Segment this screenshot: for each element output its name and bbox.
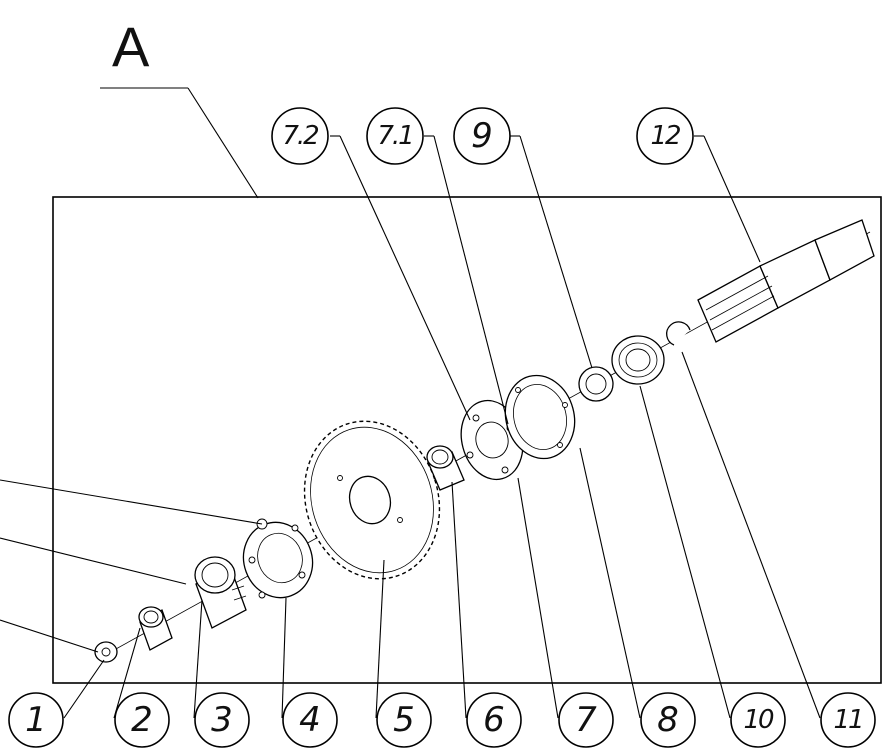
- part-8-gasket: [504, 374, 576, 460]
- leader-left-bottom: [0, 619, 99, 653]
- callout-12: 12: [636, 107, 694, 165]
- svg-text:5: 5: [393, 700, 415, 740]
- view-frame: [52, 196, 882, 684]
- part-9-ring: [578, 366, 614, 402]
- svg-text:1: 1: [25, 700, 47, 740]
- part-2-bushing: [138, 606, 173, 651]
- callout-2: 2: [114, 692, 170, 748]
- callout-10: 10: [730, 692, 786, 748]
- part-10-bearing: [611, 335, 665, 385]
- svg-text:9: 9: [471, 116, 493, 156]
- callout-4: 4: [282, 692, 338, 748]
- view-label: A: [112, 15, 150, 78]
- part-5-sprocket: [303, 420, 441, 580]
- part-12-shaft: [697, 219, 875, 343]
- callout-11: 11: [820, 692, 876, 748]
- callout-7: 7: [558, 692, 614, 748]
- callout-1: 1: [8, 692, 64, 748]
- callout-7-2: 7.2: [271, 107, 329, 165]
- leader-left-mid: [0, 537, 187, 585]
- part-6-spacer: [426, 445, 465, 491]
- svg-text:6: 6: [483, 700, 505, 740]
- callout-7-1: 7.1: [366, 107, 424, 165]
- leader-left-top: [0, 479, 263, 525]
- view-label-leader: [187, 87, 259, 199]
- svg-text:4: 4: [299, 700, 321, 740]
- part-4-flange: [242, 518, 314, 599]
- part-3-hub: [194, 556, 247, 629]
- svg-text:7.2: 7.2: [282, 121, 318, 151]
- svg-text:7.1: 7.1: [377, 121, 412, 151]
- svg-text:8: 8: [657, 700, 679, 740]
- svg-text:12: 12: [650, 121, 680, 151]
- callout-9: 9: [453, 107, 511, 165]
- svg-text:11: 11: [833, 705, 862, 735]
- callout-6: 6: [466, 692, 522, 748]
- callout-5: 5: [376, 692, 432, 748]
- callout-8: 8: [640, 692, 696, 748]
- svg-text:3: 3: [211, 700, 233, 740]
- part-11-retaining-ring: [666, 321, 691, 346]
- part-1-nut: [94, 641, 118, 663]
- svg-text:2: 2: [131, 700, 153, 740]
- svg-text:10: 10: [743, 705, 774, 735]
- callout-3: 3: [194, 692, 250, 748]
- svg-text:7: 7: [575, 700, 597, 740]
